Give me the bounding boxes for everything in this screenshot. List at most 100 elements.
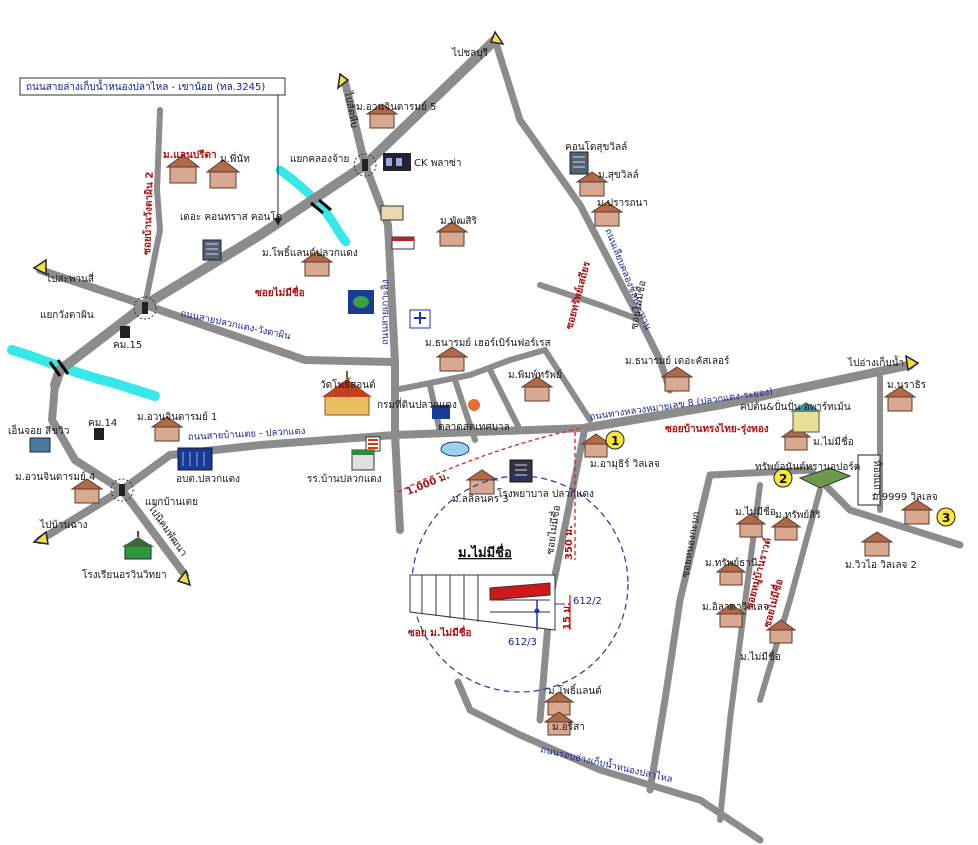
place-label: โรงพยาบาล ปลวกแดง [497,487,594,500]
target-soi: ซอย ม.ไม่มีชื่อ [408,625,472,639]
river-upper [275,165,351,247]
svg-text:2: 2 [779,472,787,486]
road-label: ถนนสายเกาะลิง [380,280,391,345]
place-label: ซอยหนองกะบก [680,511,702,579]
row-houses [857,454,881,506]
junction-wangtapin: แยกวังตาผิน [40,310,94,321]
road-network [36,35,964,844]
place-label: ม.ทรัพย์ธานี [705,557,758,569]
dest-left: ไปสะพานสี่ [45,271,94,285]
place-label: รร.บ้านปลวกแดง [307,473,382,485]
place-label: ม.อามุธิร์ วิลเลจ [590,458,660,470]
junction-klong: แยกคลองจ้าย [290,153,349,165]
dest-bottom-left: ไปบ้านฉาง [39,519,88,531]
house-icon [543,691,575,716]
junction-ring [133,296,157,320]
arrow-icon [905,354,920,372]
arrow-icon [336,72,350,90]
land-plots [409,574,556,631]
temple-icon [322,371,372,416]
place-label: วัดโพธิ์สอนต์ [320,377,376,391]
place-label: ม.9999 วิลเลจ [872,492,938,503]
banner-callout: ถนนสายล่างเก็บน้ำหนองปลาไหล - เขาน้อย (ท… [19,77,286,226]
police-icon [94,428,104,440]
place-label: ม.โพธิ์แลนด์ปลวกแดง [262,245,358,259]
banner-text: ถนนสายล่างเก็บน้ำหนองปลาไหล - เขาน้อย (ท… [26,79,265,93]
office-icon [177,447,213,471]
building-icon [202,239,222,261]
place-label: คอนโดสุขวิลล์ [565,140,627,153]
place-label: ม.สุขวิลล์ [598,169,639,181]
house-icon [435,346,469,372]
place-label: ม.อวนจินดารมย์ 4 [15,471,95,483]
place-label: ม.ไม่มีชื่อ [813,434,854,448]
place-label: ม.อริสา [552,722,585,733]
school-icon [122,531,154,560]
place-label: ม.ไม่มีชื่อ [740,649,781,663]
marker-2: 2 [773,468,793,488]
place-label: ม.ทรัพย์สิริ [775,509,821,521]
place-label: เอ็นจอย สีขวิว [8,423,69,437]
road-label: ซอยบ้านวังตาผิน 2 [141,172,156,256]
bridge-icon [310,198,332,215]
place-label: ม.อิลาดาวิลเลจ [702,602,769,613]
house-icon [365,103,399,129]
target-title: ม.ไม่มีชื่อ [458,543,512,561]
shop-icon [380,205,404,221]
place-label: ม.พัฒสิริ [440,216,477,227]
place-label: คปต้น&ปั่นปั่น อพาร์ทเม้น [740,399,851,413]
place-label: CK พลาซ่า [414,158,461,169]
place-label: ม.โพธิ์แลนด์ [548,683,602,697]
plot-number: 612/2 [573,596,602,607]
house-icon [660,366,694,392]
bank-sign-icon [391,236,415,250]
place-label: ทรัพย์อนันต์ทรานอปอร์ต [755,461,860,473]
house-icon [715,603,747,628]
distance-label: 1,000 ม. [405,471,451,498]
market-icon [440,441,470,457]
house-icon [883,386,917,412]
distance-label: 15 ม. [562,602,573,630]
dest-top: ไปชลบุรี [451,47,489,59]
house-icon [580,433,612,458]
house-icon [770,516,802,541]
marker-3: 3 [936,507,956,527]
place-label: ตลาดสดเทศบาล [438,422,510,433]
house-icons [70,103,934,736]
arrow-icon [489,30,505,46]
leaf-logo-icon [348,290,374,314]
arrow-icon [32,258,47,276]
target-area [397,427,629,693]
house-icon [765,619,797,644]
house-icon [543,711,575,736]
plot-number: 612/3 [508,637,537,648]
river-lower [7,345,160,401]
house-icon [590,201,624,227]
government-icon [432,405,450,419]
hospital-icon [509,459,533,483]
place-label: ม.ปรารถนา [597,198,648,209]
junction-ring [110,478,134,502]
place-label: คม.14 [88,418,117,429]
junction-ring [353,153,377,177]
building-icon [569,151,589,175]
house-icon [715,561,747,586]
place-label: คม.15 [113,340,142,351]
place-label: ม.พี่นัท [220,151,250,165]
place-label: ม.นราธิร [887,380,927,391]
house-icon [205,159,241,189]
place-label: ม.พิมพ์ทรัพย์ [508,369,562,381]
radius-circle [411,475,629,693]
distance-arrow [397,427,584,493]
place-label: โรงเรียนอรวินวิทยา [82,568,167,581]
place-label: ม.วิวไอ วิลเลจ 2 [845,559,917,571]
place-label: กรมที่ดินปลวกแดง [377,397,457,411]
house-icon [860,531,894,557]
svg-text:1: 1 [611,434,619,448]
house-icon [70,478,104,504]
house-icon [300,251,334,277]
place-label: เดอะ คอนทราส คอนโด [180,210,282,223]
place-label: ซอยบ้านทรงไทย-รุ่งทอง [665,422,769,435]
arrow-icon [176,569,192,587]
